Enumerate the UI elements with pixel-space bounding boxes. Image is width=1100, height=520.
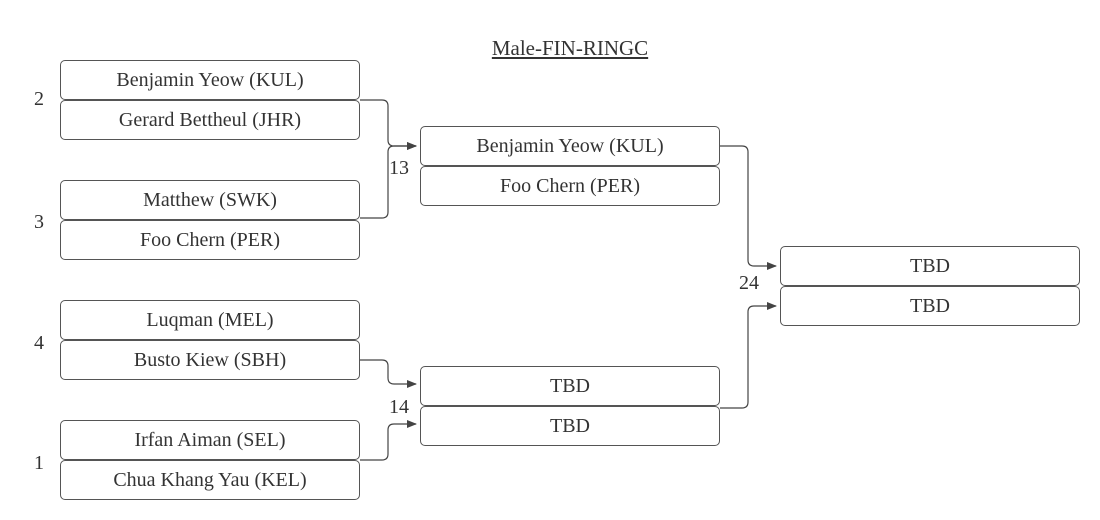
player-slot[interactable]: TBD <box>420 406 720 446</box>
connector-r1-m3 <box>360 359 417 388</box>
seed-number: 4 <box>34 332 44 354</box>
player-slot[interactable]: Luqman (MEL) <box>60 300 360 340</box>
match-number: 14 <box>389 396 409 418</box>
player-slot[interactable]: TBD <box>420 366 720 406</box>
seed-number: 1 <box>34 452 44 474</box>
bracket-title: Male-FIN-RINGC <box>491 36 649 60</box>
player-slot[interactable]: TBD <box>780 246 1080 286</box>
connector-r1-m1 <box>360 99 417 150</box>
seed-number: 2 <box>34 88 44 110</box>
player-slot[interactable]: Busto Kiew (SBH) <box>60 340 360 380</box>
player-slot[interactable]: Benjamin Yeow (KUL) <box>420 126 720 166</box>
player-slot[interactable]: Chua Khang Yau (KEL) <box>60 460 360 500</box>
connector-r1-m4 <box>360 420 417 461</box>
match-number: 24 <box>739 272 759 294</box>
player-slot[interactable]: Benjamin Yeow (KUL) <box>60 60 360 100</box>
player-slot[interactable]: Gerard Bettheul (JHR) <box>60 100 360 140</box>
player-slot[interactable]: TBD <box>780 286 1080 326</box>
seed-number: 3 <box>34 211 44 233</box>
match-number: 13 <box>389 157 409 179</box>
player-slot[interactable]: Irfan Aiman (SEL) <box>60 420 360 460</box>
connector-r2-m1 <box>720 145 777 270</box>
connector-r1-m2 <box>360 142 417 219</box>
player-slot[interactable]: Foo Chern (PER) <box>60 220 360 260</box>
player-slot[interactable]: Matthew (SWK) <box>60 180 360 220</box>
connector-r2-m2 <box>720 302 777 409</box>
player-slot[interactable]: Foo Chern (PER) <box>420 166 720 206</box>
